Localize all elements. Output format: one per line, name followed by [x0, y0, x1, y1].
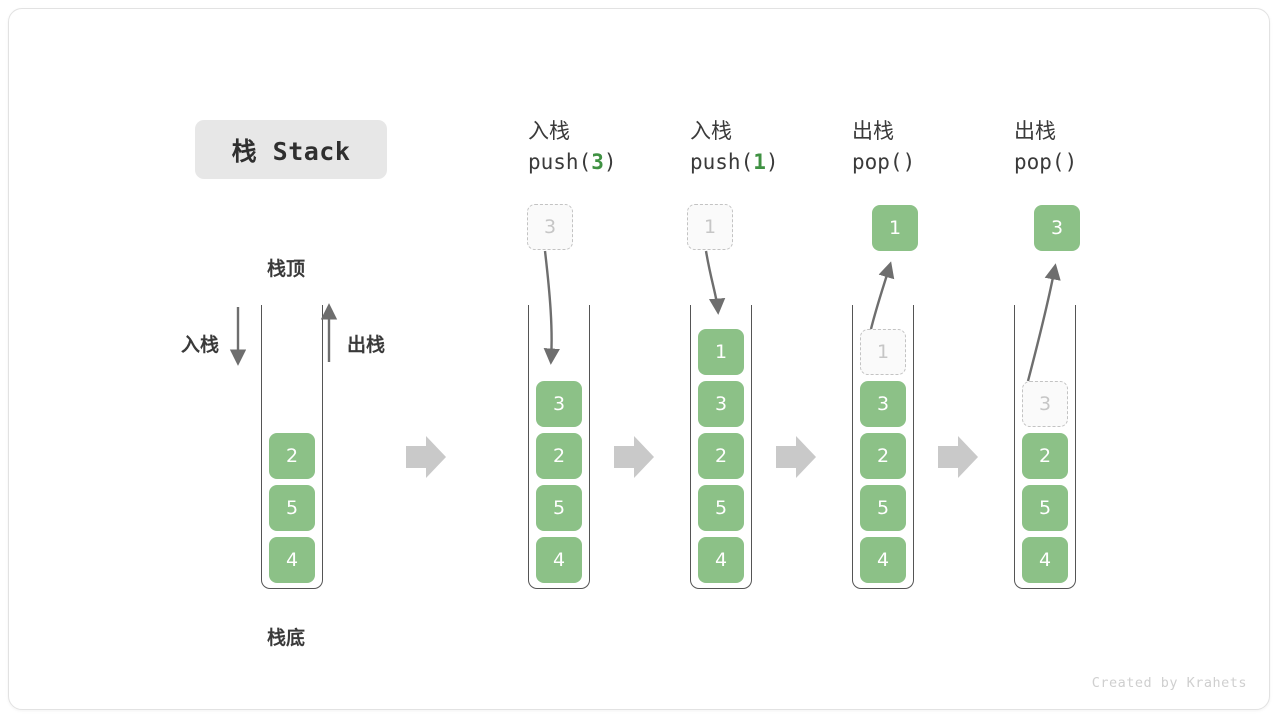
- header-code-label: pop(): [852, 146, 915, 178]
- diagram-canvas: 栈 Stack 栈顶 栈底 入栈 出栈 入栈 push(3) 入栈 push(1…: [8, 8, 1270, 710]
- stack-element: 5: [536, 485, 582, 531]
- column-header-pop-2: 出栈 pop(): [1014, 116, 1077, 178]
- stack-element: 5: [860, 485, 906, 531]
- stack-element: 4: [860, 537, 906, 583]
- stack-container-pop-2: [1014, 305, 1076, 589]
- stack-element: 2: [860, 433, 906, 479]
- header-code-label: push(3): [528, 146, 617, 178]
- code-prefix: push(: [690, 150, 754, 174]
- ghost-element-incoming: 1: [687, 204, 733, 250]
- header-cn-label: 入栈: [528, 119, 570, 143]
- code-prefix: pop(: [852, 150, 903, 174]
- stack-element: 5: [1022, 485, 1068, 531]
- step-arrow-icon: [938, 436, 978, 478]
- stack-element: 4: [536, 537, 582, 583]
- header-cn-label: 出栈: [1014, 119, 1056, 143]
- stack-element: 2: [698, 433, 744, 479]
- stack-element: 4: [269, 537, 315, 583]
- code-suffix: ): [902, 150, 916, 174]
- code-prefix: push(: [528, 150, 592, 174]
- column-header-push-1: 入栈 push(1): [690, 116, 779, 178]
- code-suffix: ): [765, 150, 779, 174]
- push-flow-arrow-1: [704, 250, 726, 315]
- stack-container-pop-1: [852, 305, 914, 589]
- stack-element: 5: [269, 485, 315, 531]
- code-argument: 3: [591, 150, 604, 174]
- header-cn-label: 出栈: [852, 119, 894, 143]
- diagram-title-chip: 栈 Stack: [195, 120, 387, 179]
- ghost-element-removed: 3: [1022, 381, 1068, 427]
- step-arrow-icon: [406, 436, 446, 478]
- arrows-overlay: [229, 250, 1061, 478]
- stack-element: 2: [269, 433, 315, 479]
- label-pop-side: 出栈: [347, 334, 386, 356]
- stack-container-push-3: [528, 305, 590, 589]
- ghost-element-removed: 1: [860, 329, 906, 375]
- stack-container-initial: [261, 305, 323, 589]
- stack-element: 3: [860, 381, 906, 427]
- code-argument: 1: [753, 150, 766, 174]
- column-header-push-3: 入栈 push(3): [528, 116, 617, 178]
- step-arrow-icon: [776, 436, 816, 478]
- header-cn-label: 入栈: [690, 119, 732, 143]
- stack-container-push-1: [690, 305, 752, 589]
- credit-text: Created by Krahets: [1091, 675, 1247, 691]
- stack-element: 2: [1022, 433, 1068, 479]
- label-stack-top: 栈顶: [267, 258, 306, 280]
- stack-element: 1: [698, 329, 744, 375]
- page-title: 栈 Stack: [231, 136, 351, 166]
- stack-element: 4: [698, 537, 744, 583]
- label-push-side: 入栈: [181, 334, 220, 356]
- popped-element: 1: [872, 205, 918, 251]
- step-arrow-icon: [614, 436, 654, 478]
- stack-element: 3: [698, 381, 744, 427]
- code-suffix: ): [603, 150, 617, 174]
- header-code-label: push(1): [690, 146, 779, 178]
- header-code-label: pop(): [1014, 146, 1077, 178]
- ghost-element-incoming: 3: [527, 204, 573, 250]
- code-prefix: pop(: [1014, 150, 1065, 174]
- popped-element: 3: [1034, 205, 1080, 251]
- label-stack-bottom: 栈底: [267, 627, 306, 649]
- code-suffix: ): [1064, 150, 1078, 174]
- stack-element: 4: [1022, 537, 1068, 583]
- stack-element: 3: [536, 381, 582, 427]
- stack-element: 2: [536, 433, 582, 479]
- column-header-pop-1: 出栈 pop(): [852, 116, 915, 178]
- stack-element: 5: [698, 485, 744, 531]
